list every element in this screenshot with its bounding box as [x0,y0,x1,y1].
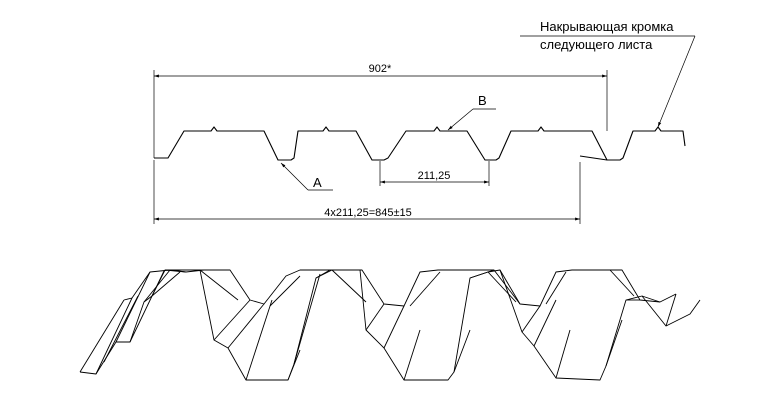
overall-width-label: 902* [369,63,392,75]
callout-b-label: B [478,93,487,108]
overlap-note-line1: Накрывающая кромка [540,19,674,34]
callout-a-label: A [313,175,322,190]
isometric-sheet-view [79,269,701,381]
fold-lines [79,269,677,381]
working-width-label: 4x211,25=845±15 [324,207,412,219]
pitch-label: 211,25 [418,170,451,182]
overlap-note-line2: следующего листа [540,37,653,52]
overall-width-dimension: 902* [153,63,608,158]
callout-b: B [447,93,496,131]
web-lines [151,269,635,307]
callout-a: A [280,162,333,191]
overlap-note: Накрывающая кромка следующего листа [520,19,696,128]
pitch-dimension: 211,25 [379,161,490,186]
working-width-dimension: 4x211,25=845±15 [153,160,581,224]
cross-section-profile [154,126,686,161]
